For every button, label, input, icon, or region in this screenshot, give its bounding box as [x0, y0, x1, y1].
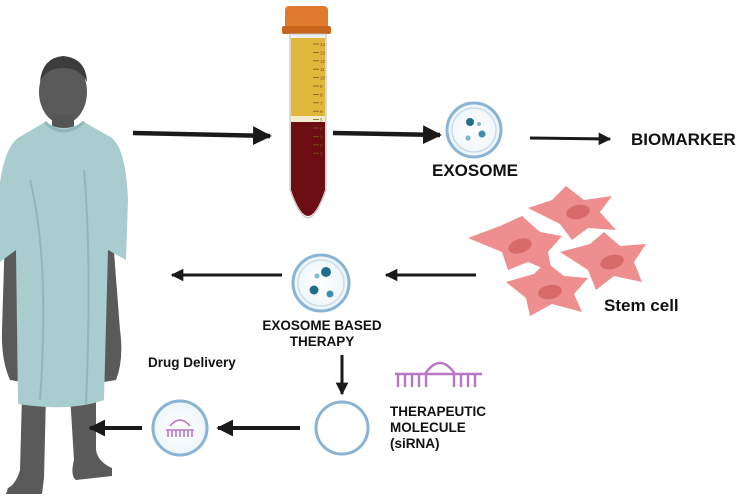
tube-scale-label: 9 [320, 84, 323, 89]
tube-scale-label: 1 [320, 151, 323, 156]
patient-head [39, 60, 87, 124]
loaded-vesicle [151, 399, 209, 457]
tube-scale-label: 11 [320, 67, 325, 72]
tube-scale-label: 2 [320, 143, 323, 148]
empty-vesicle [314, 400, 370, 456]
arrow-tube-to-exosome [332, 125, 442, 145]
tube-scale: 14 13 12 11 10 9 8 7 6 5 4 3 2 1 [313, 42, 326, 156]
tube-scale-label: 10 [320, 76, 326, 81]
stem-cells [468, 186, 646, 316]
patient-figure [0, 56, 128, 494]
tube-buffy-layer [291, 116, 325, 122]
tube-cap-rim [282, 26, 331, 34]
tube-scale-label: 6 [320, 109, 323, 114]
exosome-therapy-line-1: EXOSOME BASED [262, 318, 382, 333]
patient-gown [0, 122, 128, 408]
tube-scale-label: 5 [320, 118, 323, 123]
tube-plasma [291, 38, 325, 118]
stem-cell-label: Stem cell [604, 296, 679, 315]
tube-scale-label: 8 [320, 92, 323, 97]
stem-cell-2 [528, 186, 616, 240]
stem-cell-3 [560, 232, 646, 290]
patient-hair [40, 56, 87, 82]
tube-scale-label: 12 [320, 59, 326, 64]
stem-cell-1 [468, 216, 562, 272]
blood-tube: 14 13 12 11 10 9 8 7 6 5 4 3 2 1 [282, 6, 331, 219]
patient-gown-collar [43, 120, 85, 133]
tube-scale-label: 7 [320, 101, 323, 106]
tube-blood [291, 122, 325, 216]
therapeutic-molecule-line-2: MOLECULE [390, 420, 466, 435]
exosome-label: EXOSOME [432, 161, 518, 180]
patient-left-leg [6, 395, 46, 494]
arrows [88, 125, 612, 437]
biomarker-label: BIOMARKER [631, 130, 736, 149]
stem-cell-4 [506, 262, 588, 316]
tube-scale-label: 14 [320, 42, 326, 47]
arrow-patient-to-tube [132, 126, 272, 146]
exosome-vesicle [445, 101, 503, 159]
tube-scale-label: 4 [320, 126, 323, 131]
patient-right-leg [70, 395, 112, 480]
therapeutic-molecule-line-1: THERAPEUTIC [390, 404, 487, 419]
sirna-molecule [395, 361, 482, 387]
arrow-exosome-to-biomarker [529, 132, 612, 146]
tube-scale-label: 13 [320, 50, 326, 55]
patient-gown-fold [29, 169, 90, 405]
therapy-vesicle [291, 253, 351, 313]
therapeutic-molecule-line-3: (siRNA) [390, 436, 440, 451]
tube-scale-label: 3 [320, 134, 323, 139]
drug-delivery-label: Drug Delivery [148, 355, 236, 370]
exosome-therapy-label: EXOSOME BASED THERAPY [262, 318, 382, 350]
therapeutic-molecule-label: THERAPEUTIC MOLECULE (siRNA) [390, 404, 486, 452]
exosome-therapy-line-2: THERAPY [289, 334, 355, 349]
